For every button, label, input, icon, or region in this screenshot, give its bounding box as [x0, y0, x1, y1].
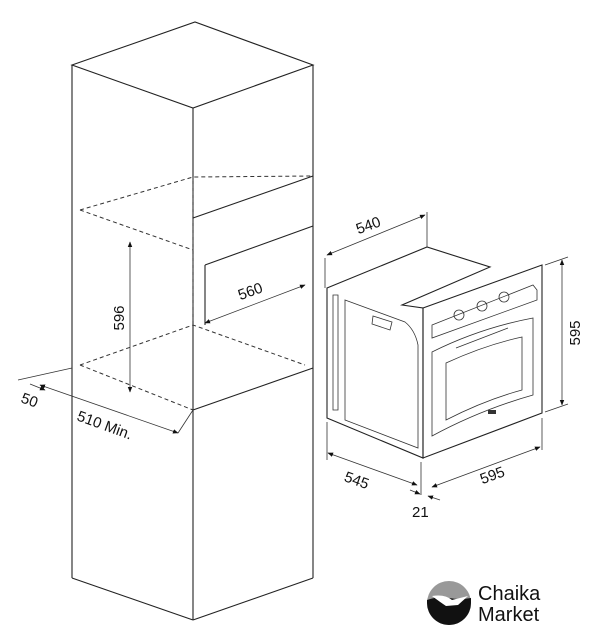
door-handle [455, 327, 509, 349]
oven-body [326, 246, 492, 459]
label-rear-gap: 50 [19, 390, 40, 412]
brand-badge [488, 410, 496, 414]
label-front-thickness: 21 [412, 504, 429, 521]
dimension-niche-depth: 560 [204, 280, 306, 324]
oven-window [445, 336, 523, 421]
dimension-oven-depth: 540 [324, 212, 428, 288]
knob-2 [476, 300, 488, 312]
logo-line2: Market [478, 604, 540, 626]
label-niche-height: 596 [111, 305, 128, 330]
oven-side-handle [371, 315, 393, 331]
dimension-min-depth: 510 Min. [39, 384, 194, 444]
dimension-oven-width: 595 [420, 418, 543, 495]
control-panel [431, 284, 538, 339]
chaika-market-logo: Chaika Market [427, 581, 541, 626]
dimension-oven-height: 595 [544, 256, 584, 413]
knob-1 [453, 309, 465, 321]
logo-line1: Chaika [478, 583, 541, 605]
dimension-rear-gap: 50 [17, 367, 73, 412]
dimension-oven-side-depth: 545 [326, 422, 418, 494]
oven-front [422, 264, 543, 459]
label-niche-depth: 560 [236, 280, 265, 305]
seagull-icon [432, 595, 468, 606]
label-min-depth: 510 Min. [75, 408, 135, 444]
cabinet-top [70, 21, 315, 109]
dimension-front-thickness: 21 [409, 489, 441, 521]
oven-door [431, 317, 534, 437]
cabinet-tower [70, 21, 315, 621]
oven [326, 246, 543, 459]
label-oven-width: 595 [478, 464, 507, 489]
knob-3 [498, 291, 510, 303]
dimension-niche-height: 596 [111, 241, 133, 393]
label-oven-height: 595 [567, 320, 584, 345]
label-oven-depth: 540 [354, 214, 383, 239]
label-oven-side-depth: 545 [342, 469, 371, 494]
